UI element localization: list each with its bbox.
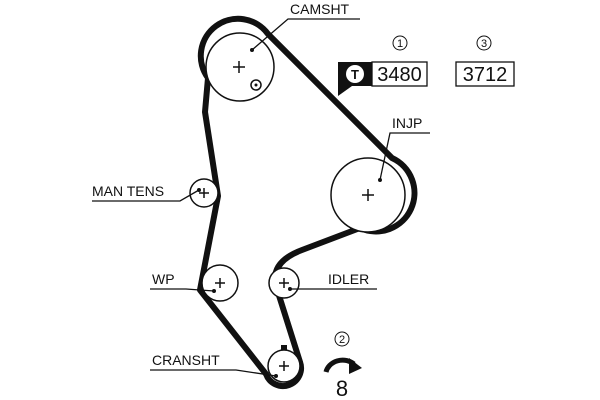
reference-callout: 3 3712 <box>455 35 515 87</box>
step-1-number: 1 <box>397 38 403 50</box>
timing-mark-icon <box>250 79 262 91</box>
cransht-label: CRANSHT <box>152 352 220 368</box>
injection-pump-pulley <box>330 157 406 233</box>
step-3-number: 3 <box>481 38 487 50</box>
camshaft-pulley <box>205 32 275 102</box>
rotation-value: 8 <box>336 376 348 400</box>
man-tens-leader <box>92 189 200 202</box>
injp-leader <box>379 132 430 181</box>
cransht-leader <box>150 369 277 377</box>
tool-letter: T <box>351 67 359 82</box>
wp-leader <box>150 288 215 292</box>
manual-tensioner-pulley <box>189 178 219 208</box>
step-2-number: 2 <box>339 334 345 346</box>
tool-icon <box>346 65 364 83</box>
man-tens-label: MAN TENS <box>92 183 164 199</box>
camshaft-label: CAMSHT <box>290 1 350 17</box>
water-pump-pulley <box>201 264 239 302</box>
camshaft-leader <box>251 18 360 51</box>
tool-code: 3480 <box>377 64 422 86</box>
timing-belt <box>197 15 418 389</box>
idler-pulley <box>268 267 300 299</box>
rotation-callout: 2 8 <box>323 331 362 400</box>
ref-code: 3712 <box>463 64 508 86</box>
tool-callout: 1 T 3480 <box>338 35 428 96</box>
injp-label: INJP <box>392 115 422 131</box>
wp-label: WP <box>152 271 175 287</box>
idler-label: IDLER <box>328 271 369 287</box>
